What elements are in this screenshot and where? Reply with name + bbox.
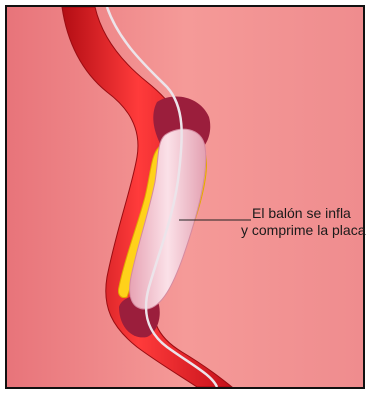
annotation-line-2: y comprime la placa — [241, 222, 366, 238]
artery-illustration — [7, 7, 363, 387]
annotation-line-1: El balón se infla — [252, 205, 351, 221]
illustration-frame — [5, 5, 365, 389]
